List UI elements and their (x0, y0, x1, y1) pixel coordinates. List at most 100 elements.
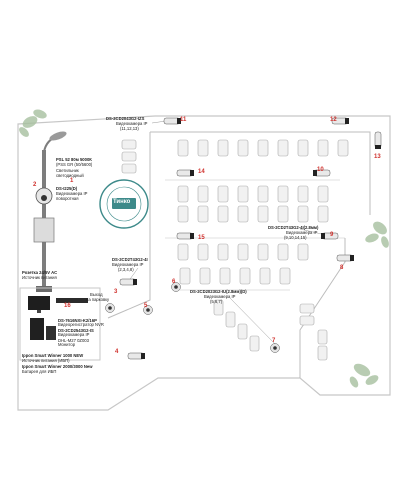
ups-box (30, 318, 44, 340)
exit-line2: на парковку (86, 297, 110, 302)
lamp-line1: PSL 52 80м 5000К (56, 157, 92, 162)
monitor-screen (28, 296, 50, 310)
parked-car (317, 205, 329, 223)
parked-car (237, 323, 248, 340)
bullet-camera (313, 169, 331, 177)
leaf-cluster-bottom-right (349, 363, 379, 388)
parked-car (297, 205, 309, 223)
number-16: 16 (64, 303, 71, 309)
power-line2: Источник питания (22, 275, 57, 280)
parked-car (213, 299, 224, 316)
road-diag (299, 238, 346, 378)
parked-car (217, 243, 229, 261)
ws-label: Видеокамера IP (58, 332, 90, 337)
dome-lens (146, 308, 150, 312)
parked-car (317, 139, 329, 157)
dome-lens (273, 346, 277, 350)
bullet-camera (127, 352, 145, 360)
cam-dome-line2: Видеокамера IP (204, 294, 236, 299)
equipment-frame (19, 287, 101, 361)
ptz-model: DS-I225(D) (56, 186, 78, 191)
cam-mid-line3: (9,10,14,15) (284, 235, 307, 240)
bullet-camera (331, 117, 349, 125)
nvr-model: DS-7616NXI-K2/16P (58, 318, 97, 323)
parked-car (199, 267, 211, 285)
parked-car (197, 139, 209, 157)
cameras (105, 117, 382, 360)
parked-car (197, 205, 209, 223)
leaf-cluster-right (365, 221, 389, 248)
parked-car (297, 139, 309, 157)
number-14: 14 (198, 169, 205, 175)
monitor-stand (37, 310, 41, 313)
dome-lens (174, 285, 178, 289)
cam-2dh-line3: (2,3,4,8) (118, 267, 134, 272)
number-5: 5 (144, 303, 148, 309)
lamp-line2: (PSS GR (50/5600) (56, 162, 93, 167)
bullet-camera (374, 131, 382, 149)
parked-car (177, 139, 189, 157)
cam-2dh-model: DS-2CD2T43G2-4I (112, 257, 148, 262)
exit-line1: Выход (90, 292, 103, 297)
parked-car (217, 185, 229, 203)
cam-mid-line2: Видеокамера IP (286, 230, 318, 235)
power-model: Розетка 24/5V AC (22, 270, 58, 275)
parked-car (219, 267, 231, 285)
parked-car (237, 139, 249, 157)
lamp-line4: светодиодный (56, 173, 84, 178)
number-12: 12 (330, 117, 337, 123)
connector-line (151, 120, 167, 124)
number-2: 2 (33, 182, 37, 188)
parked-car (259, 267, 271, 285)
bullet-camera (163, 117, 181, 125)
number-8: 8 (340, 265, 344, 271)
nvr-label: Видеорегистратор NVR (58, 322, 104, 327)
road-top (150, 131, 371, 215)
number-4: 4 (115, 349, 119, 355)
parked-car (177, 185, 189, 203)
parked-car (317, 329, 328, 345)
ptz-line3: поворотная (56, 196, 79, 201)
parked-car (121, 163, 137, 174)
parked-car (317, 185, 329, 203)
parked-car (299, 315, 315, 326)
cam-top-line3: (11,12,13) (120, 126, 139, 131)
parked-car (237, 185, 249, 203)
parked-car (277, 243, 289, 261)
number-10: 10 (317, 167, 324, 173)
bullet-camera (176, 169, 194, 177)
parked-car (239, 267, 251, 285)
parked-car (237, 243, 249, 261)
power-box (33, 217, 55, 243)
number-13: 13 (374, 154, 381, 160)
parked-car (257, 139, 269, 157)
number-15: 15 (198, 235, 205, 241)
bullet-camera (176, 232, 194, 240)
parked-car (121, 151, 137, 162)
bullet-camera (119, 278, 137, 286)
parked-car (277, 139, 289, 157)
decor-leaves (19, 109, 389, 388)
number-6: 6 (172, 279, 176, 285)
parked-car (225, 311, 236, 328)
lamp-line3: Светильник (56, 168, 79, 173)
bullet-camera (321, 232, 339, 240)
ptz-line2: Видеокамера IP (56, 191, 88, 196)
parked-car (249, 335, 260, 352)
parked-car (297, 243, 309, 261)
parked-car (317, 345, 328, 361)
monitor-label: Монитор (58, 342, 76, 347)
ups-battery (46, 326, 56, 340)
number-9: 9 (330, 232, 334, 238)
cam-top-model: DS-2CD2043G2-IZS (106, 116, 145, 121)
connector-line (229, 297, 276, 345)
road-inner (107, 132, 151, 319)
ptz-lens (41, 195, 47, 201)
parked-cars (121, 139, 349, 361)
equipment-box (19, 287, 101, 361)
parked-car (179, 267, 191, 285)
seal-brand: Тинко (113, 199, 131, 205)
cam-dome-model: DS-2CD2023G2-IU(2.8мм)(D) (190, 289, 247, 294)
ws-model: DS-2CD2543G2-IS (58, 328, 94, 333)
